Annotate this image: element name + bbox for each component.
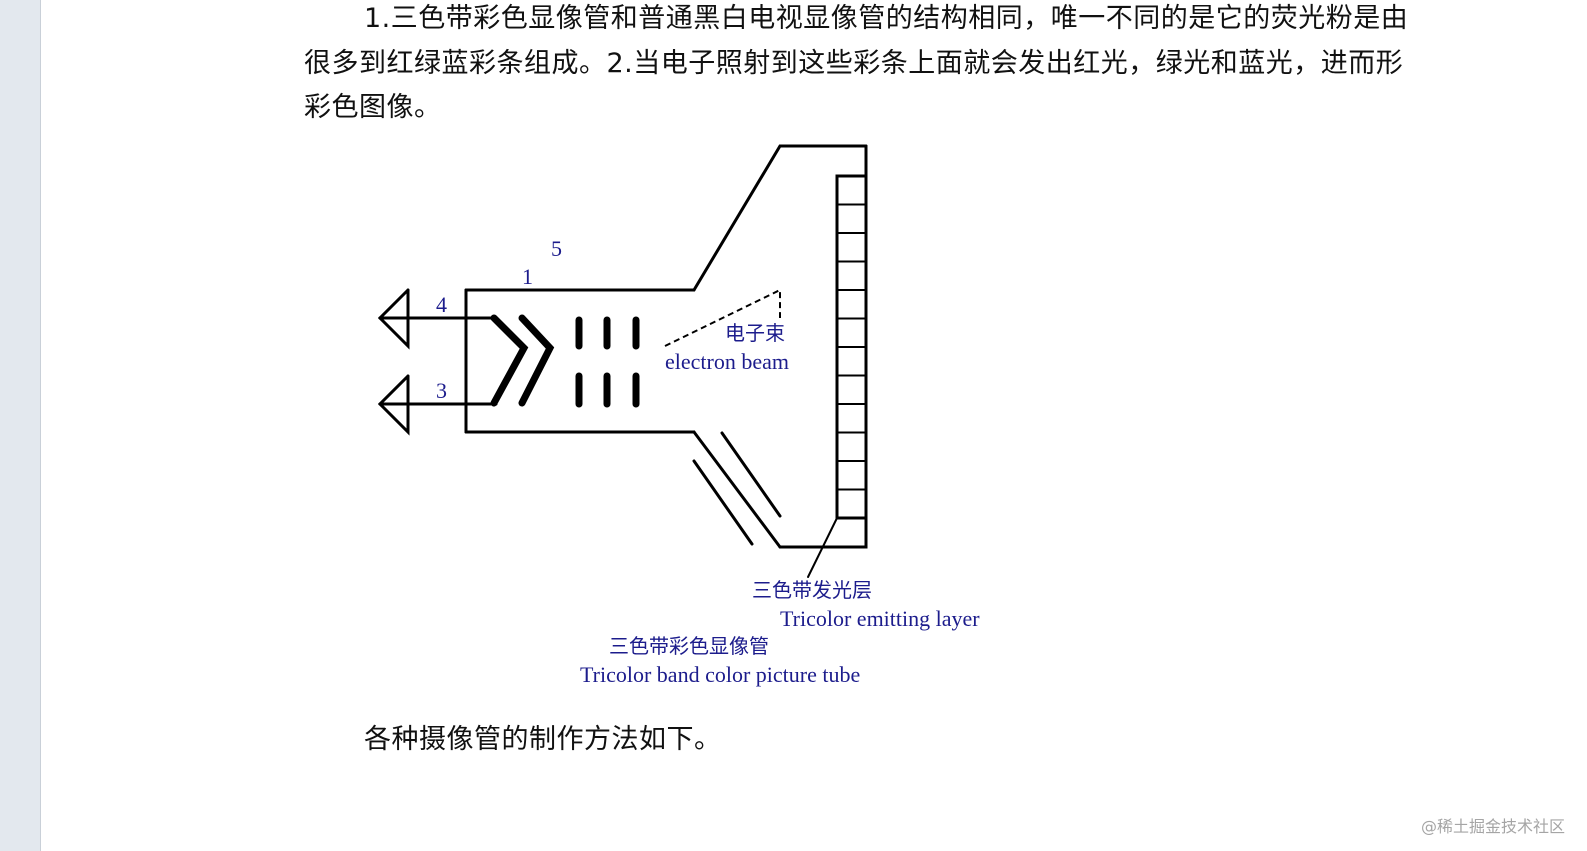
label-3: 3 (436, 378, 447, 403)
paragraph1-line2: 很多到红绿蓝彩条组成。2.当电子照射到这些彩条上面就会发出红光，绿光和蓝光，进而… (304, 48, 1404, 79)
cathode-chevron-2 (518, 314, 555, 407)
funnel-upper-line (692, 144, 868, 292)
paragraph1-line3: 彩色图像。 (304, 92, 442, 123)
picture-tube-label-en: Tricolor band color picture tube (580, 662, 860, 687)
electron-beam-path (664, 288, 781, 347)
label-4: 4 (436, 292, 447, 317)
funnel-lower-line (692, 430, 782, 549)
hatch-line-1 (720, 431, 782, 518)
emitting-layer-label-en: Tricolor emitting layer (780, 606, 980, 631)
electron-beam-label-cn: 电子束 (725, 321, 785, 345)
paragraph1-line1: 1.三色带彩色显像管和普通黑白电视显像管的结构相同，唯一不同的是它的荧光粉是由 (364, 3, 1409, 34)
hatch-line-2 (692, 459, 754, 546)
picture-tube-label-cn: 三色带彩色显像管 (609, 634, 769, 658)
document-page (41, 0, 1587, 851)
label-5: 5 (551, 236, 562, 261)
paragraph2: 各种摄像管的制作方法如下。 (364, 724, 722, 755)
layer-pointer-line (807, 517, 838, 578)
emitting-layer-label-cn: 三色带发光层 (752, 578, 872, 602)
watermark: @稀土掘金技术社区 (1420, 817, 1565, 836)
electron-beam-label-en: electron beam (665, 349, 789, 374)
cathode-chevron-1 (490, 314, 529, 407)
label-1: 1 (522, 264, 533, 289)
left-gutter (0, 0, 41, 851)
phosphor-stripes (837, 203, 866, 491)
